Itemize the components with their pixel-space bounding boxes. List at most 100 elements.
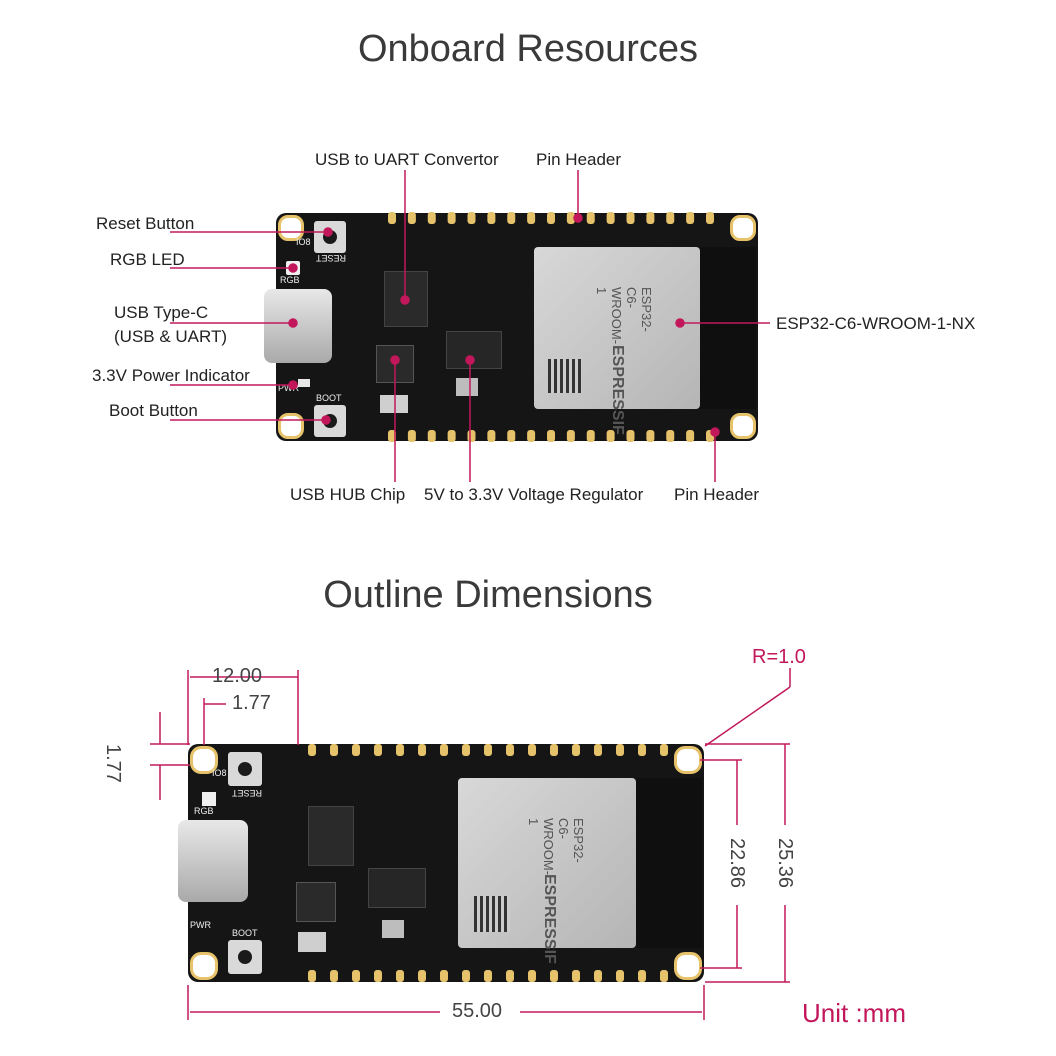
esp32-module: ESPRESSIF ESP32-C6-WROOM-1 [534,247,700,435]
pin-pad [566,212,575,224]
esp32-module-2: ESPRESSIF ESP32-C6-WROOM-1 [458,778,636,964]
pin-pad [484,970,492,982]
pin-pad [606,430,615,442]
pin-pad [507,430,516,442]
usb-hub-chip-2 [296,882,336,922]
pin-pad [626,430,635,442]
label-module: ESP32-C6-WROOM-1-NX [776,314,976,333]
mount-hole [190,746,218,774]
silk-io8: IO8 [296,237,311,247]
regulator-chip [446,331,502,369]
pin-pad [686,212,695,224]
pin-pad [388,430,396,442]
pin-pad [550,970,558,982]
pin-pad [407,430,416,442]
pin-pad [606,212,615,224]
pin-pad [352,744,360,756]
module-qr [548,359,582,393]
label-regulator: 5V to 3.3V Voltage Regulator [424,485,644,504]
pin-pad [440,970,448,982]
pin-pad [447,212,456,224]
pin-pad [352,970,360,982]
pin-pad [527,212,536,224]
pin-pad [388,212,396,224]
boot-button-part-2 [228,940,262,974]
pin-pad [586,212,595,224]
silk-pwr-2: PWR [190,920,211,930]
usb-uart-chip-2 [308,806,354,866]
pin-pad [572,970,580,982]
power-led-part [298,379,310,387]
pin-pad [686,430,695,442]
pin-pad [462,744,470,756]
dim-177: 1.77 [232,692,271,714]
label-usb-type-c-2: (USB & UART) [114,327,228,346]
rgb-led-part-2 [202,792,216,806]
board-bottom: ESPRESSIF ESP32-C6-WROOM-1 RESET BOOT PW… [178,744,704,982]
pin-pad [427,430,436,442]
pin-pad [666,430,675,442]
module-qr-2 [474,896,510,932]
pin-pad [330,970,338,982]
pin-pad [646,212,655,224]
pin-pad [330,744,338,756]
antenna-area-2 [636,778,702,948]
label-boot-button: Boot Button [109,401,198,420]
dim-height-outer: 25.36 [774,838,796,889]
label-usb-uart: USB to UART Convertor [315,150,499,169]
pin-pad [447,430,456,442]
label-rgb-led: RGB LED [110,250,185,269]
label-reset-button: Reset Button [96,214,195,233]
reset-button-part-2 [228,752,262,786]
pin-pad [528,744,536,756]
mount-hole [278,413,304,439]
pin-pad [638,744,646,756]
label-usb-hub: USB HUB Chip [290,485,406,504]
pin-pad [660,744,668,756]
pin-pad [467,212,476,224]
pin-pad [418,744,426,756]
pin-pad [308,744,316,756]
label-pin-header-top: Pin Header [536,150,622,169]
pin-pad [616,744,624,756]
pin-pad [528,970,536,982]
unit-label: Unit :mm [802,998,906,1028]
pin-pad [594,744,602,756]
silk-io8-2: IO8 [212,768,227,778]
pin-pad [407,212,416,224]
pin-pad [374,970,382,982]
dim-height-inner: 22.86 [726,838,748,889]
pin-pad [572,744,580,756]
pin-pad [396,970,404,982]
antenna-area [700,247,756,409]
mount-hole [190,952,218,980]
pin-pad [396,744,404,756]
dim-width: 55.00 [452,1000,503,1022]
label-power-indicator: 3.3V Power Indicator [92,366,250,385]
pin-pad [616,970,624,982]
pin-pad [666,212,675,224]
dim-radius-line [704,686,791,747]
pin-pad [550,744,558,756]
dim-radius: R=1.0 [752,646,806,668]
pin-pad [427,212,436,224]
pin-pad [506,744,514,756]
outline-title: Outline Dimensions [323,574,653,616]
pin-pad [487,430,496,442]
mount-hole [730,413,756,439]
pin-pad [660,970,668,982]
pin-pad [418,970,426,982]
pin-pad [626,212,635,224]
dim-177-vertical: 1.77 [102,744,124,783]
usb-c-connector [264,289,332,363]
pin-pad [706,212,714,224]
reset-button-part [314,221,346,253]
pin-pad [594,970,602,982]
pin-pad [547,212,555,224]
pin-pad [308,970,316,982]
pin-pad [462,970,470,982]
small-part [456,378,478,396]
label-pin-header-bottom: Pin Header [674,485,760,504]
